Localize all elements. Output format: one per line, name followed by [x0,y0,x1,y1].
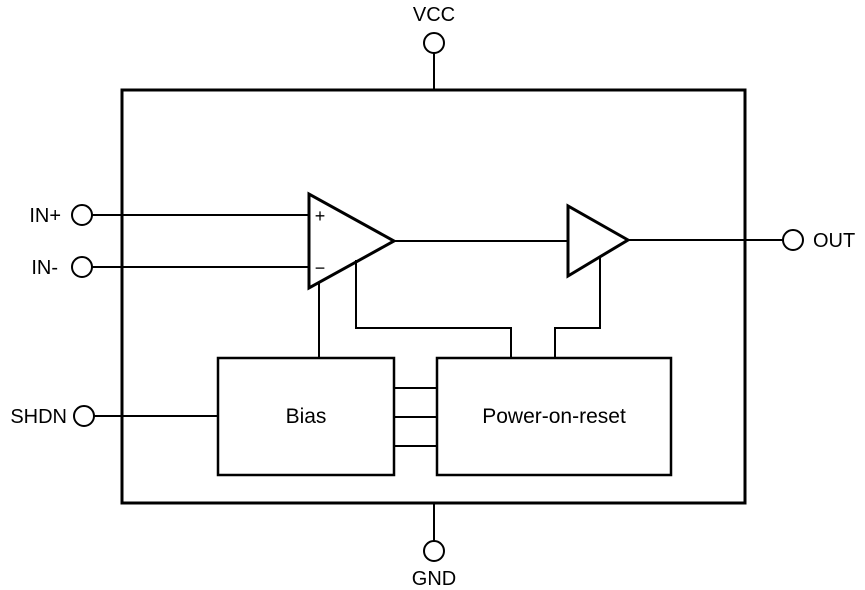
in-plus-pin: IN+ [29,204,309,227]
in-plus-label: IN+ [29,205,61,227]
in-minus-pin: IN- [31,256,309,279]
vcc-pin: VCC [413,4,455,90]
plus-sign: + [315,206,326,226]
power-on-reset-label: Power-on-reset [482,405,626,428]
gnd-pin: GND [412,503,456,590]
shdn-label: SHDN [10,406,67,428]
power-on-reset-block [435,356,673,477]
shdn-pin: SHDN [10,405,218,428]
vcc-label: VCC [413,4,455,26]
output-buffer [566,203,631,279]
bias-label: Bias [286,405,327,428]
out-label: OUT [813,230,855,252]
bias-block [216,356,396,477]
comparator-to-por-wire [355,260,512,358]
gnd-label: GND [412,568,456,590]
in-minus-label: IN- [31,257,58,279]
minus-sign: − [315,258,326,278]
bias-por-links [394,387,437,447]
comparator-amplifier: + − [307,191,398,291]
buffer-to-por-wire [554,257,601,358]
out-pin: OUT [628,229,855,252]
